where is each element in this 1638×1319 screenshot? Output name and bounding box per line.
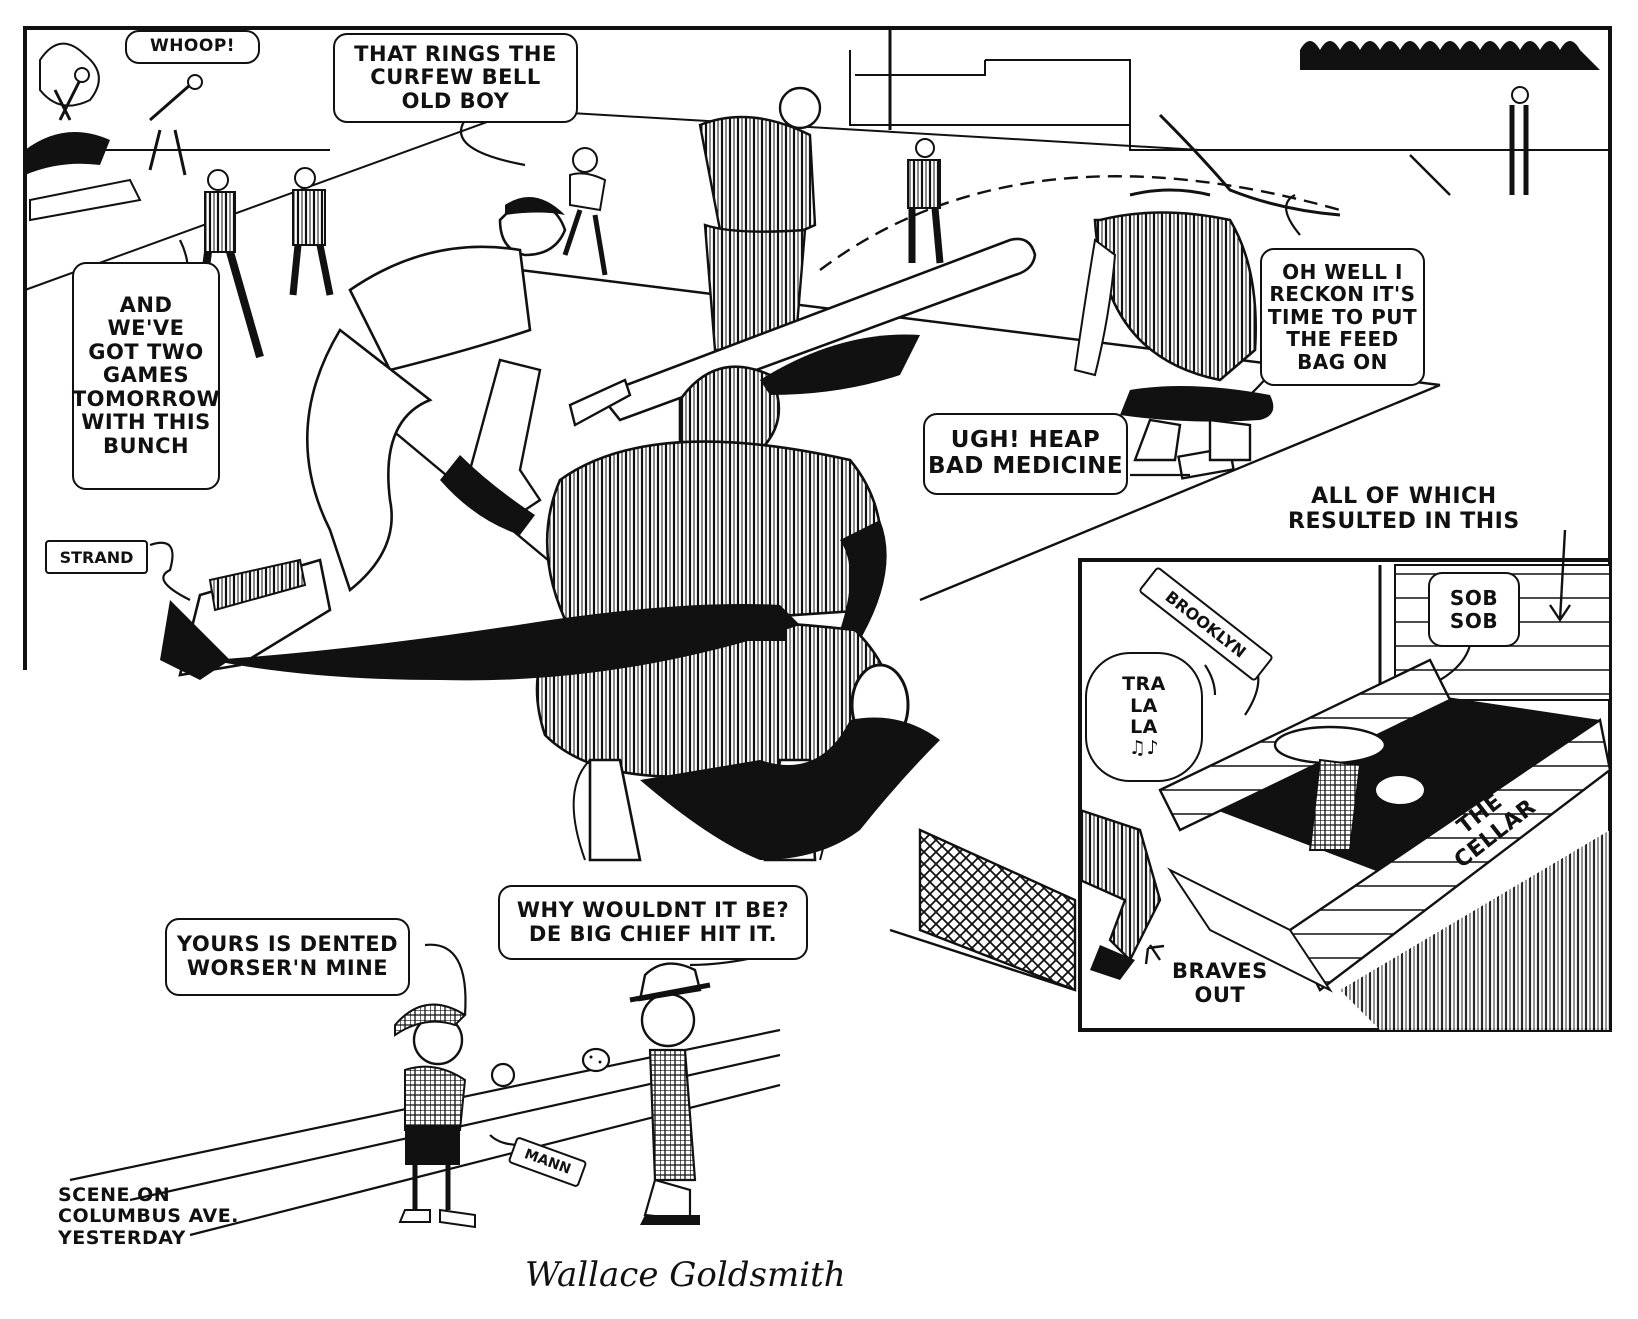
artist-signature: Wallace Goldsmith: [525, 1255, 846, 1295]
infielder: [1073, 211, 1274, 462]
feed-bag-balloon: OH WELL I RECKON IT'S TIME TO PUT THE FE…: [1260, 248, 1425, 386]
main-panel: [23, 26, 1612, 1030]
scene-caption: SCENE ON COLUMBUS AVE. YESTERDAY: [58, 1184, 239, 1249]
sob-balloon: SOB SOB: [1428, 572, 1520, 647]
inset-panel: [889, 529, 1612, 1032]
two-games-balloon: AND WE'VE GOT TWO GAMES TOMORROW WITH TH…: [72, 262, 220, 490]
braves-out-caption: BRAVES OUT: [1172, 959, 1268, 1007]
catcher: [210, 334, 940, 862]
batter: [160, 197, 1037, 680]
strand-label: STRAND: [45, 540, 148, 574]
whoop-balloon: WHOOP!: [125, 30, 260, 64]
result-caption: ALL OF WHICH RESULTED IN THIS: [1288, 484, 1520, 534]
curfew-balloon: THAT RINGS THE CURFEW BELL OLD BOY: [333, 33, 578, 123]
outfielders: [189, 86, 1529, 368]
big-chief-balloon: WHY WOULDNT IT BE? DE BIG CHIEF HIT IT.: [498, 885, 808, 960]
kids-scene: [69, 962, 781, 1237]
heap-medicine-balloon: UGH! HEAP BAD MEDICINE: [923, 413, 1128, 495]
tra-la-balloon: TRA LA LA ♫♪: [1085, 652, 1203, 782]
dented-balloon: YOURS IS DENTED WORSER'N MINE: [165, 918, 410, 996]
